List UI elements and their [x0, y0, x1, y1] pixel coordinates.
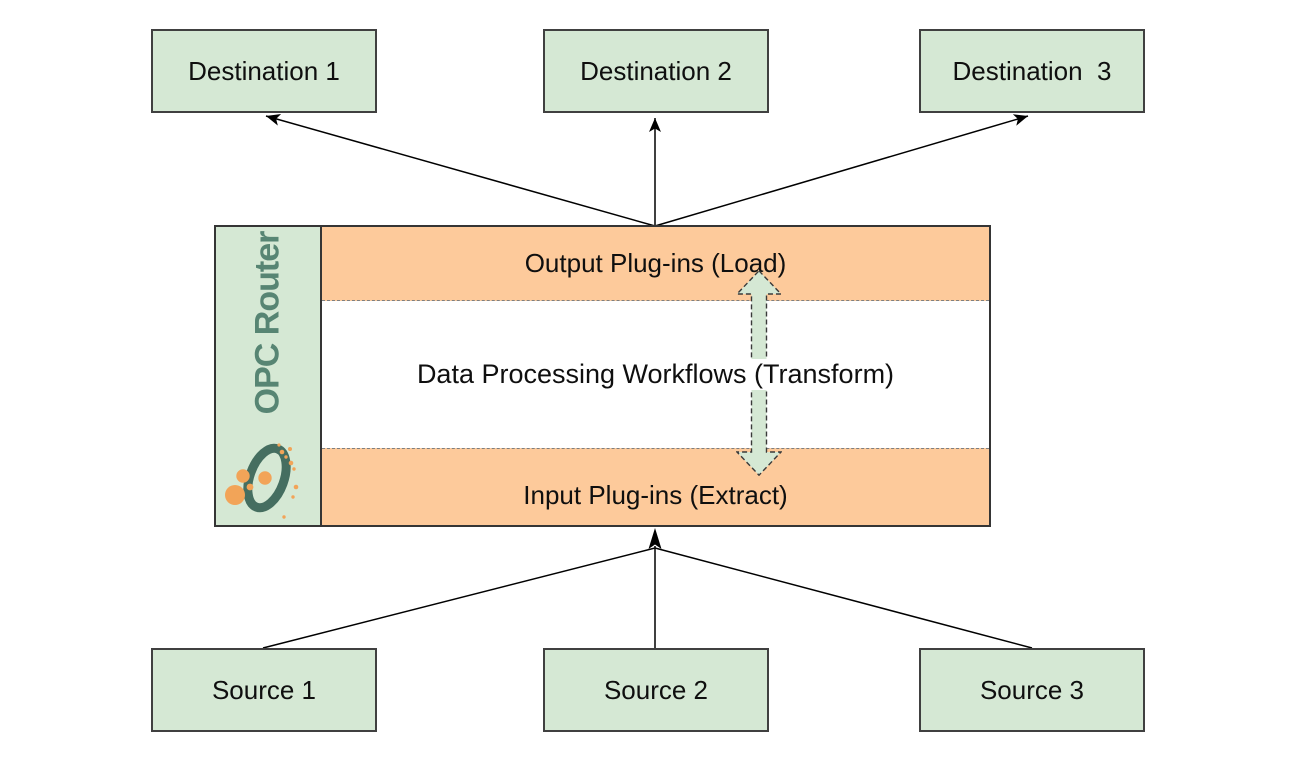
connector-output-to-destination-1	[265, 114, 656, 227]
output-plugins-band: Output Plug-ins (Load)	[322, 227, 989, 301]
source-2-label: Source 2	[603, 674, 709, 705]
opc-router-box: OPC Router	[214, 225, 991, 527]
input-plugins-label: Input Plug-ins (Extract)	[523, 480, 788, 510]
destination-1-label: Destination 1	[188, 55, 340, 86]
output-plugins-label: Output Plug-ins (Load)	[524, 248, 787, 278]
source-1-label: Source 1	[211, 674, 317, 705]
transform-label: Data Processing Workflows (Transform)	[408, 359, 903, 390]
connector-output-to-destination-3	[654, 114, 1029, 227]
source-1-box: Source 1	[151, 648, 377, 732]
destination-3-label: Destination 3	[952, 55, 1112, 86]
opc-router-main: Output Plug-ins (Load) Data Processing W…	[322, 227, 989, 525]
connector-source-3-to-input	[654, 547, 1033, 649]
input-arrowhead	[648, 528, 662, 549]
input-plugins-band: Input Plug-ins (Extract)	[322, 448, 989, 525]
connector-source-1-to-input	[262, 547, 656, 649]
source-3-box: Source 3	[919, 648, 1145, 732]
transform-band: Data Processing Workflows (Transform)	[322, 301, 989, 448]
destination-2-label: Destination 2	[580, 55, 732, 86]
opc-router-sidebar: OPC Router	[216, 227, 322, 525]
source-3-label: Source 3	[979, 674, 1085, 705]
destination-3-box: Destination 3	[919, 29, 1145, 113]
opc-router-wordmark: OPC Router	[248, 231, 287, 415]
destination-2-box: Destination 2	[543, 29, 769, 113]
destination-1-box: Destination 1	[151, 29, 377, 113]
opc-router-logo-icon	[225, 443, 299, 519]
source-2-box: Source 2	[543, 648, 769, 732]
